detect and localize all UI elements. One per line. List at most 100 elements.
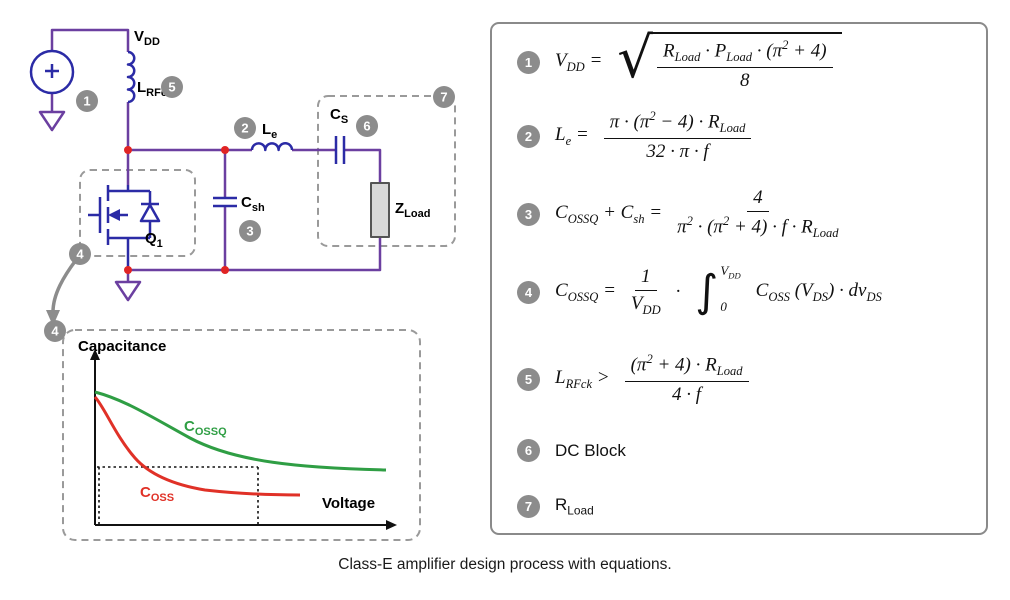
body-diode-triangle	[139, 203, 161, 223]
figure-caption: Class-E amplifier design process with eq…	[338, 556, 672, 573]
eq5-denominator: 4 · f	[672, 384, 702, 406]
step-badge-3: 3	[517, 202, 540, 226]
wire-to-load	[344, 148, 382, 183]
equation-row-5: 5 LRFck > (π2 + 4) · RLoad 4 · f	[517, 352, 749, 406]
equation-row-2: 2 Le = π · (π2 − 4) · RLoad 32 · π · f	[517, 109, 752, 163]
wires	[38, 28, 382, 302]
eq3-denominator: π2 · (π2 + 4) · f · RLoad	[677, 214, 839, 241]
coss-curve-label: COSS	[140, 484, 174, 504]
eq5-fraction: (π2 + 4) · RLoad 4 · f	[624, 352, 749, 406]
svg-text:5: 5	[168, 80, 175, 95]
y-axis-arrow-icon	[90, 349, 100, 360]
eq2-fraction: π · (π2 − 4) · RLoad 32 · π · f	[603, 109, 752, 163]
svg-text:6: 6	[363, 119, 370, 134]
circuit-badge-7: 7	[433, 86, 455, 108]
eq1-numerator: RLoad · PLoad · (π2 + 4)	[656, 38, 833, 69]
dotted-guide-lines	[97, 466, 259, 525]
graph-badge-4: 4	[44, 320, 66, 342]
dashed-boxes	[62, 95, 456, 541]
circuit-badge-6: 6	[356, 115, 378, 137]
graph-ylabel: Capacitance	[78, 338, 166, 355]
eq7-label: RLoad	[555, 495, 594, 518]
curve-coss	[93, 395, 301, 497]
graph-dashed-box	[62, 329, 421, 541]
curve-cossq	[94, 390, 387, 472]
eq4-multiply-dot: ·	[675, 281, 681, 302]
equation-row-7: 7 RLoad	[517, 495, 594, 518]
capacitor-cs-plates	[334, 136, 346, 164]
step-badge-4: 4	[517, 280, 540, 304]
output-network-dashed-box	[317, 95, 456, 247]
eq4-integral-lower: 0	[720, 299, 727, 314]
equation-row-6: 6 DC Block	[517, 439, 626, 462]
mosfet-gate-arrow	[108, 209, 120, 221]
eq4-integral: ∫ VDD 0	[695, 263, 741, 318]
cossq-curve-label: COSSQ	[184, 418, 227, 438]
junction-dot	[124, 146, 132, 154]
inductor-lrfck	[126, 50, 136, 104]
junction-dot	[221, 266, 229, 274]
eq3-numerator: 4	[747, 187, 769, 212]
eq4-lhs: COSSQ =	[555, 279, 616, 304]
eq5-lhs: LRFck >	[555, 366, 610, 391]
cs-label: CS	[330, 106, 348, 126]
eq3-lhs: COSSQ + Csh =	[555, 201, 663, 226]
eq4-rhs: COSS (VDS) · dvDS	[755, 279, 882, 304]
graph-xlabel: Voltage	[322, 495, 375, 512]
circuit-badge-1: 1	[76, 90, 98, 112]
svg-text:7: 7	[440, 90, 447, 105]
mosfet-dashed-box	[79, 169, 196, 257]
junction-dot	[221, 146, 229, 154]
step-badge-1: 1	[517, 50, 540, 74]
eq2-numerator: π · (π2 − 4) · RLoad	[603, 109, 752, 140]
equation-row-1: 1 VDD = √ RLoad · PLoad · (π2 + 4) 8	[517, 26, 842, 92]
equation-row-4: 4 COSSQ = 1 VDD · ∫ VDD 0 COSS (VDS) · d…	[517, 263, 882, 318]
voltage-source-plus-icon	[45, 64, 59, 78]
csh-label: Csh	[241, 194, 265, 214]
svg-text:3: 3	[246, 224, 253, 239]
step-badge-5: 5	[517, 367, 540, 391]
eq1-denominator: 8	[740, 70, 750, 92]
zload-label: ZLoad	[395, 200, 430, 220]
svg-text:4: 4	[51, 324, 59, 339]
circuit-badge-4: 4	[69, 243, 91, 265]
le-label: Le	[262, 121, 277, 141]
svg-text:1: 1	[83, 94, 90, 109]
step-badge-2: 2	[517, 124, 540, 148]
callout-arrow-head	[46, 310, 60, 326]
eq1-lhs: VDD =	[555, 49, 603, 74]
ground-symbol-main	[114, 280, 142, 302]
components	[29, 49, 390, 270]
callout-arrow-shaft	[51, 258, 78, 313]
eq2-denominator: 32 · π · f	[646, 141, 709, 163]
x-axis-arrow-icon	[386, 520, 397, 530]
inductor-le	[250, 142, 294, 152]
eq4-integral-upper: VDD	[720, 263, 741, 281]
capacitance-graph: Capacitance Voltage COSSQ COSS	[78, 338, 397, 530]
eq1-radical: √ RLoad · PLoad · (π2 + 4) 8	[617, 26, 842, 92]
eq3-fraction: 4 π2 · (π2 + 4) · f · RLoad	[677, 187, 839, 241]
step-badges: 1 5 2 6 7 3 4	[44, 76, 455, 342]
eq6-label: DC Block	[555, 440, 626, 460]
eq4-numerator: 1	[635, 266, 657, 292]
eq5-numerator: (π2 + 4) · RLoad	[624, 352, 749, 383]
q1-label: Q1	[145, 230, 163, 250]
callout-arrow	[46, 258, 78, 326]
vdd-label: VDD	[134, 28, 160, 48]
eq4-fraction: 1 VDD	[631, 266, 661, 318]
step-badge-6: 6	[517, 439, 540, 462]
wire-top-left	[50, 28, 130, 52]
circuit-badge-2: 2	[234, 117, 256, 139]
ground-symbol-source	[38, 110, 66, 132]
equations-panel: 1 VDD = √ RLoad · PLoad · (π2 + 4) 8 2 L…	[490, 22, 988, 535]
step-badge-7: 7	[517, 495, 540, 518]
circuit-schematic: VDD LRFck Le CS Csh Q1 ZLoad 1 5 2 6	[29, 28, 456, 541]
eq4-denominator: VDD	[630, 293, 661, 317]
eq2-lhs: Le =	[555, 123, 589, 148]
sqrt-sign-icon: √	[617, 26, 653, 91]
zload-resistor-body	[370, 182, 390, 238]
capacitor-csh-plates	[213, 196, 237, 208]
svg-text:4: 4	[76, 247, 84, 262]
junction-dot	[124, 266, 132, 274]
